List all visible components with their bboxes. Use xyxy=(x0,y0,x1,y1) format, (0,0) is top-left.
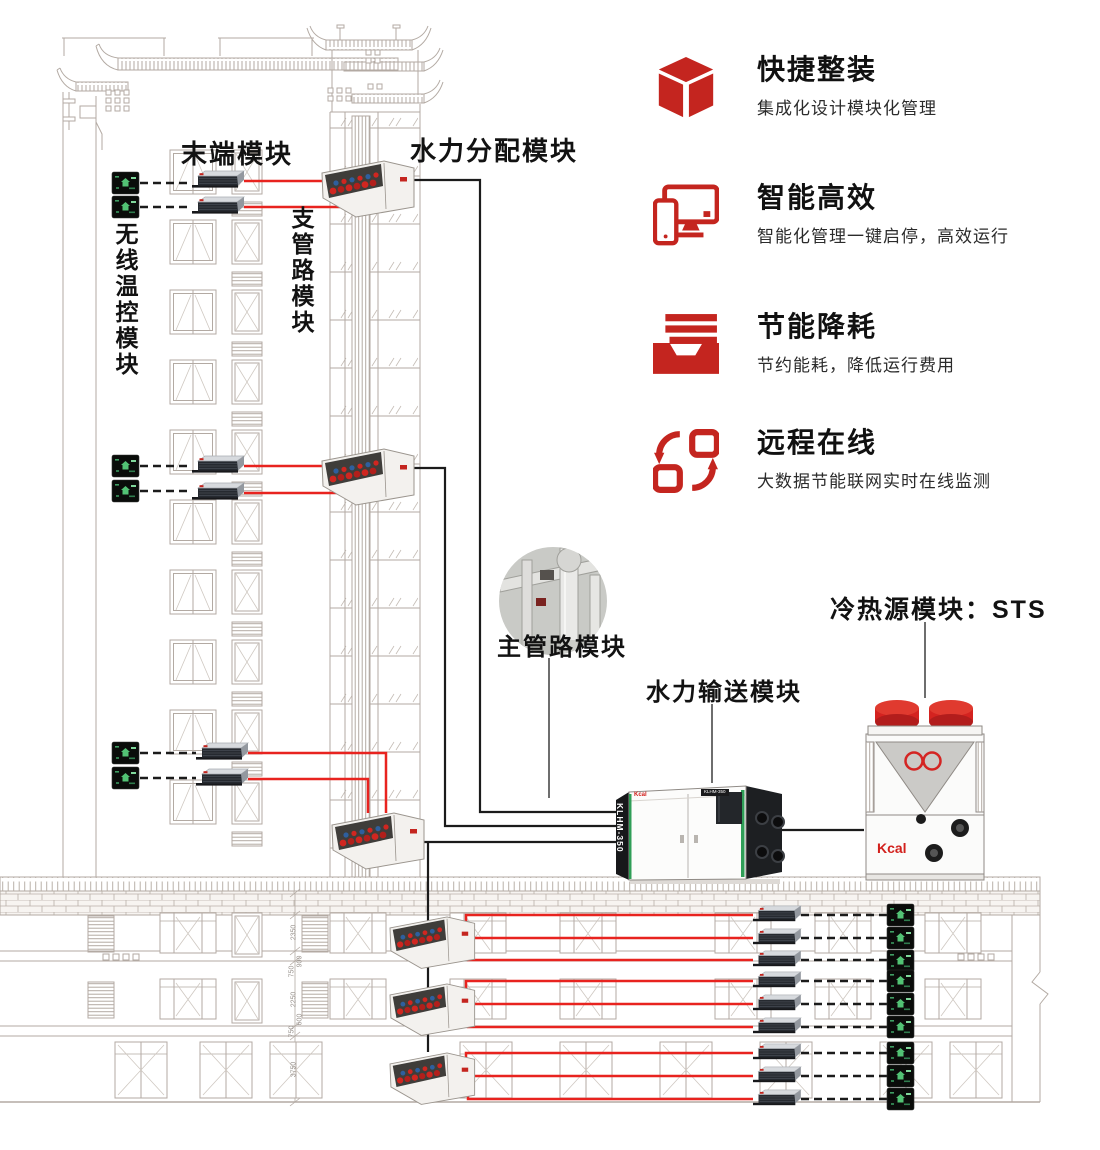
feature-remote-online: 远程在线 大数据节能联网实时在线监测 xyxy=(653,427,991,494)
dim-text: 2250 xyxy=(290,991,298,1008)
podium-windows xyxy=(87,912,1003,1099)
transport-unit-brand-text: Kcal xyxy=(634,792,647,798)
terminal-module-label: 末端模块 xyxy=(181,139,294,169)
dim-text: 900 xyxy=(296,955,304,968)
feature-subtitle: 智能化管理一键启停，高效运行 xyxy=(757,226,1009,246)
feature-quick-assembly: 快捷整装 集成化设计模块化管理 xyxy=(653,54,937,121)
feature-energy-saving: 节能降耗 节约能耗，降低运行费用 xyxy=(653,311,955,378)
feature-title: 远程在线 xyxy=(757,427,878,458)
feature-subtitle: 集成化设计模块化管理 xyxy=(757,98,937,118)
remote-sync-icon xyxy=(653,429,719,493)
thermostat-links xyxy=(140,181,887,1101)
feature-title: 快捷整装 xyxy=(757,54,878,85)
hydraulic-distribution-label: 水力分配模块 xyxy=(410,136,579,166)
feature-smart-efficient: 智能高效 智能化管理一键启停，高效运行 xyxy=(653,182,1009,249)
cube-icon xyxy=(658,56,714,118)
hydraulic-transport-label: 水力输送模块 xyxy=(646,679,802,706)
heat-source-label: 冷热源模块：STS xyxy=(830,596,1047,624)
main-pipe-photo xyxy=(499,547,607,655)
transport-unit-badge: KLHM-350 xyxy=(701,789,729,796)
transport-unit xyxy=(616,785,785,884)
dim-text: 750 xyxy=(288,1025,296,1038)
chiller-brand-text: Kcal xyxy=(877,840,907,856)
dim-text: 2350 xyxy=(290,924,298,941)
feature-title: 节能降耗 xyxy=(757,311,878,342)
main-pipe-label: 主管路模块 xyxy=(497,634,627,661)
dim-text: 750 xyxy=(288,965,296,978)
dim-text: 3750 xyxy=(290,1061,298,1078)
smart-devices-icon xyxy=(653,184,719,246)
energy-tray-icon xyxy=(653,314,719,374)
dim-text: 600 xyxy=(296,1013,304,1026)
chiller-unit xyxy=(865,700,985,881)
feature-title: 智能高效 xyxy=(757,182,878,213)
wireless-thermostat-label: 无线温控模块 xyxy=(112,222,138,378)
feature-subtitle: 大数据节能联网实时在线监测 xyxy=(757,471,991,491)
chiller-fans xyxy=(875,700,973,730)
pointer-lines xyxy=(548,622,926,798)
feature-subtitle: 节约能耗，降低运行费用 xyxy=(757,355,955,375)
transport-unit-model-text: KLHM-350 xyxy=(615,803,625,853)
branch-pipe-label: 支管路模块 xyxy=(288,206,314,336)
pipe-stubs xyxy=(755,811,785,863)
